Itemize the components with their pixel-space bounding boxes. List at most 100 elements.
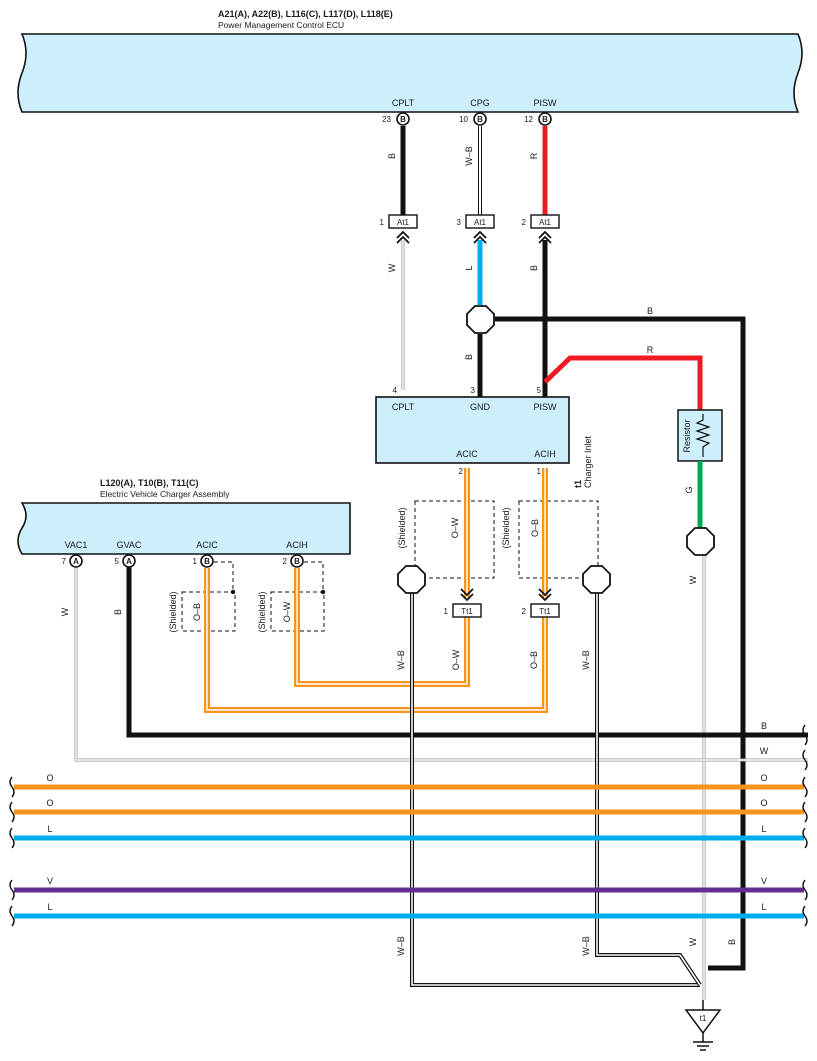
wire-break-mark [802,776,808,798]
wire-color-label: W [688,937,698,946]
shield-label: (Shielded) [168,591,178,632]
assembly-pin-number: 7 [62,557,67,566]
shield-dot [230,589,236,595]
ecu-subtitle: Power Management Control ECU [218,20,344,30]
shield-label: (Shielded) [397,507,407,548]
chevron-up-icon [473,230,487,244]
shield-dot [320,589,326,595]
assembly-pin-number: 5 [115,557,120,566]
at1-label: At1 [474,218,487,227]
assembly-pin-name: ACIH [286,540,308,550]
ecu-pin-name: CPLT [392,98,415,108]
wire-color-label: B [464,354,474,360]
acih-wire-inner [296,568,468,685]
wire-color-label: W [688,575,698,584]
splice-point [686,527,715,556]
at1-connector-box [530,214,560,229]
shield-box [414,500,495,579]
vac1-wire-outer [74,567,808,762]
at1-label: At1 [397,218,410,227]
at1-connector-box [388,214,418,229]
assembly-pin-name: GVAC [117,540,142,550]
inlet-pin-name: ACIH [534,449,556,459]
wire-color-label: W–B [581,650,591,670]
inlet-pin-number: 5 [537,386,542,395]
wire-color-label: B [727,939,737,945]
at1-pin-number: 2 [522,218,527,227]
drain-wires: W–B W–B W–B W–B [396,565,702,987]
bus-line-label: B [761,721,767,731]
wire-color-label: W–B [396,936,406,956]
acic-wire-inner [206,568,546,711]
wire-break-mark [802,905,808,927]
bus-line-label: L [761,902,766,912]
wire-break-mark [9,827,15,849]
wire-break-mark [802,749,808,771]
tt1-pin-number: 2 [522,607,527,616]
connector-circle [473,112,487,126]
resistor-icon [695,414,711,457]
bus-line-label: O [46,773,53,783]
inlet-name: Charger Inlet [583,435,593,488]
tt1-label: Tt1 [539,607,551,616]
assembly-pin-name: ACIC [196,540,218,550]
wire-break-mark [802,879,808,901]
inlet-pin-name: CPLT [392,402,415,412]
connector-circle [69,554,83,568]
at1-pin-number: 1 [380,218,385,227]
wire-color-label: O–B [530,519,540,537]
ecu-block: A21(A), A22(B), L116(C), L117(D), L118(E… [17,9,803,113]
wire-color-label: W [387,263,397,272]
wire-color-label: W–B [464,146,474,166]
wire-color-label: W [60,607,70,616]
wire-break-mark [9,801,15,823]
ecu-pin-connector: B [542,115,548,124]
resistor-label: Resistor [682,419,692,452]
wire-color-label: B [113,609,123,615]
inlet-pin-number: 2 [459,467,464,476]
wire-color-label: O–W [450,517,460,538]
chevron-down-icon [538,588,552,602]
ecu-pin-number: 23 [382,115,391,124]
tt1-connector-box [530,603,560,618]
assembly-pin-number: 1 [193,557,198,566]
drain-wire-right-inner [596,592,701,986]
ground-symbol: t1 [684,1000,722,1051]
chevron-up-icon [396,230,410,244]
inlet-pin-number: 1 [537,467,542,476]
shield-label: (Shielded) [501,507,511,548]
chevron-down-icon [460,588,474,602]
resistor-red-wire [543,355,703,410]
assembly-pin-connector: A [73,557,79,566]
ecu-pin-number: 12 [524,115,533,124]
charger-inlet-block: 4 3 5 CPLT GND PISW ACIC ACIH 2 1 t1 Cha… [375,386,593,488]
splice-point [397,565,426,594]
connector-circle [396,112,410,126]
bus-line-label: O [760,798,767,808]
wire-break-mark [802,724,808,746]
charger-assembly-block: L120(A), T10(B), T11(C) Electric Vehicle… [17,478,351,555]
wire-color-label: G [684,486,694,493]
wire-color-label: R [529,152,539,159]
acic-wire-outer [204,568,548,713]
assembly-pin-connector: B [294,557,300,566]
tt1-connector-box [452,603,482,618]
wire-color-label: W–B [396,650,406,670]
wire-color-label: L [464,265,474,270]
wire-color-label: O–W [282,601,292,622]
assembly-pin-number: 2 [283,557,288,566]
assembly-pin-connector: A [126,557,132,566]
charger-inlet-box [375,396,570,464]
wire-color-label: B [647,306,653,316]
inlet-pin-name: PISW [533,402,557,412]
bus-line-label: L [761,824,766,834]
tt1-label: Tt1 [461,607,473,616]
shield-box [518,500,599,579]
ecu-pin-connector: B [477,115,483,124]
splice-point [466,305,495,334]
inlet-id: t1 [573,480,583,488]
ecu-pin-name: CPG [470,98,490,108]
bus-line-label: V [47,876,53,886]
at1-wires: B W–B R W L B B [387,126,548,398]
ecu-pin-name: PISW [533,98,557,108]
